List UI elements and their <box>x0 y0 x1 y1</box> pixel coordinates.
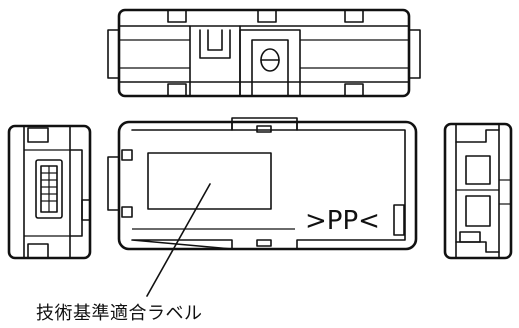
front-view-left-clip <box>107 156 120 211</box>
right-view-outline <box>443 122 513 260</box>
top-view-notch <box>344 83 364 97</box>
front-view-top-tab <box>231 117 298 131</box>
top-view <box>107 8 421 98</box>
front-view: >PP< <box>107 117 418 251</box>
top-view-notch <box>167 83 187 97</box>
top-view-slider-inner <box>251 39 289 97</box>
right-view-latch-upper <box>465 155 491 185</box>
callout-leader-line <box>146 183 211 297</box>
top-view-notch <box>344 9 364 23</box>
top-view-notch <box>167 9 187 23</box>
material-mark: >PP< <box>305 206 380 236</box>
compliance-label-area <box>147 152 272 210</box>
top-view-latch <box>199 29 231 59</box>
connector-housing <box>35 159 63 219</box>
left-side-view <box>7 124 92 260</box>
front-view-outline <box>117 120 418 251</box>
top-view-right-tab <box>408 29 421 79</box>
left-view-outline <box>7 124 92 260</box>
top-view-latch-frame <box>189 25 241 97</box>
right-side-view <box>443 122 513 260</box>
top-view-notch <box>257 9 277 23</box>
callout-label: 技術基準適合ラベル <box>36 303 203 324</box>
top-view-left-tab <box>107 29 120 79</box>
front-view-release-tab <box>393 204 405 236</box>
right-view-latch-lower <box>465 195 491 227</box>
